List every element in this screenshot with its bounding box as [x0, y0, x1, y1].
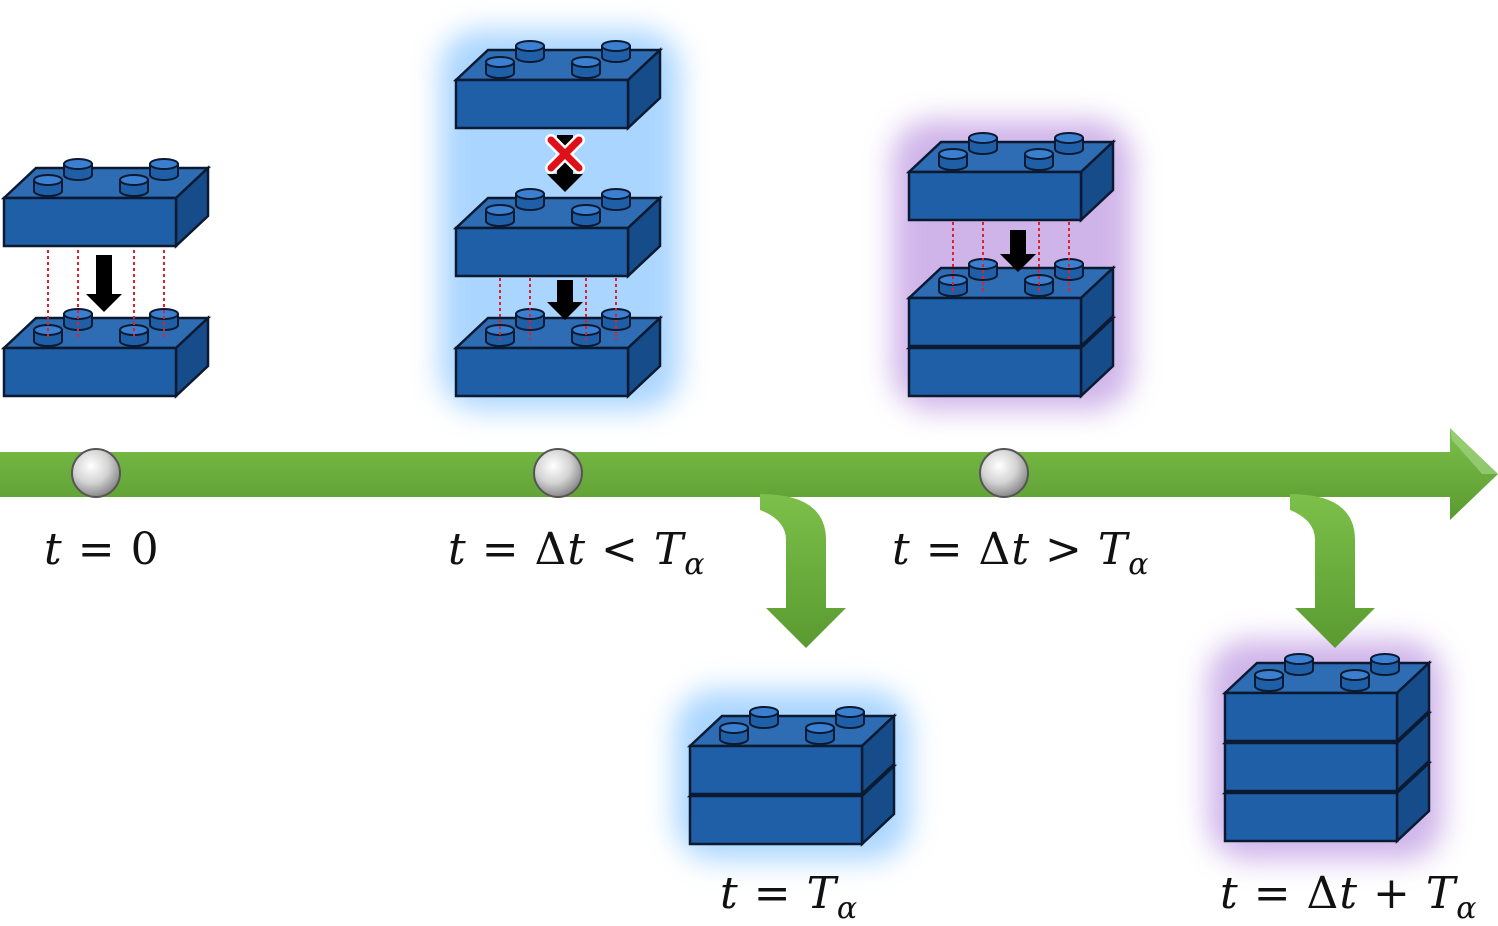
brick-stud	[1024, 148, 1054, 171]
marker-dt-greater-icon	[979, 448, 1029, 498]
push-arrow-icon-t0	[86, 255, 122, 312]
brick-stud	[601, 40, 631, 63]
push-arrow-icon-dtless-top	[547, 135, 583, 192]
brick-stud	[63, 158, 93, 181]
bricks-layer	[0, 40, 1433, 847]
brick-stud	[571, 204, 601, 227]
brick-stud	[749, 706, 779, 729]
brick-stud	[119, 174, 149, 197]
timeline-arrow-icon	[0, 428, 1498, 520]
brick-stud	[835, 706, 865, 729]
brick-stud	[805, 722, 835, 745]
branch-arrow-icon-1	[760, 494, 846, 648]
brick-stud	[1370, 653, 1400, 676]
blocked-x-icon	[545, 134, 585, 174]
brick-stud	[149, 158, 179, 181]
marker-t0-icon	[71, 448, 121, 498]
brick-stud	[1054, 258, 1084, 281]
brick-dtless-bottom	[452, 308, 664, 399]
brick-dtless-middle	[452, 188, 664, 279]
brick-stud	[485, 56, 515, 79]
connector-lines-t0	[47, 250, 165, 340]
push-arrow-icon-dtless-bottom	[547, 280, 583, 320]
brick-stud	[1284, 653, 1314, 676]
label-dt-greater-than-t-alpha: t = Δt > Tα	[892, 524, 1150, 582]
label-dt-plus-t-alpha: t = Δt + Tα	[1220, 868, 1478, 926]
brick-stud	[33, 174, 63, 197]
brick-stud	[515, 40, 545, 63]
brick-stud	[485, 204, 515, 227]
label-t-alpha: t = Tα	[720, 868, 859, 926]
brick-dtplus-top	[1221, 653, 1433, 744]
label-dt-less-than-t-alpha: t = Δt < Tα	[448, 524, 706, 582]
brick-stud	[571, 56, 601, 79]
brick-stud	[938, 148, 968, 171]
brick-stud	[1340, 669, 1370, 692]
brick-dtgreater-stack-top	[905, 258, 1117, 349]
brick-stud	[63, 308, 93, 331]
brick-stud	[601, 188, 631, 211]
brick-dtless-top	[452, 40, 664, 131]
brick-stud	[1254, 669, 1284, 692]
brick-stud	[485, 324, 515, 347]
brick-stud	[1024, 274, 1054, 297]
push-arrow-icon-dtgreater	[1000, 230, 1036, 272]
brick-stud	[515, 188, 545, 211]
brick-stud	[571, 324, 601, 347]
connector-lines-dtless	[499, 278, 617, 340]
brick-stud	[719, 722, 749, 745]
brick-stud	[1054, 132, 1084, 155]
brick-talpha-top	[686, 706, 898, 797]
label-t0: t = 0	[44, 524, 160, 575]
branch-arrow-icon-2	[1290, 494, 1375, 648]
brick-stud	[968, 132, 998, 155]
marker-dt-less-icon	[533, 448, 583, 498]
brick-t0-top	[0, 158, 212, 249]
brick-t0-bottom	[0, 308, 212, 399]
brick-dtgreater-top	[905, 132, 1117, 223]
brick-stud	[149, 308, 179, 331]
